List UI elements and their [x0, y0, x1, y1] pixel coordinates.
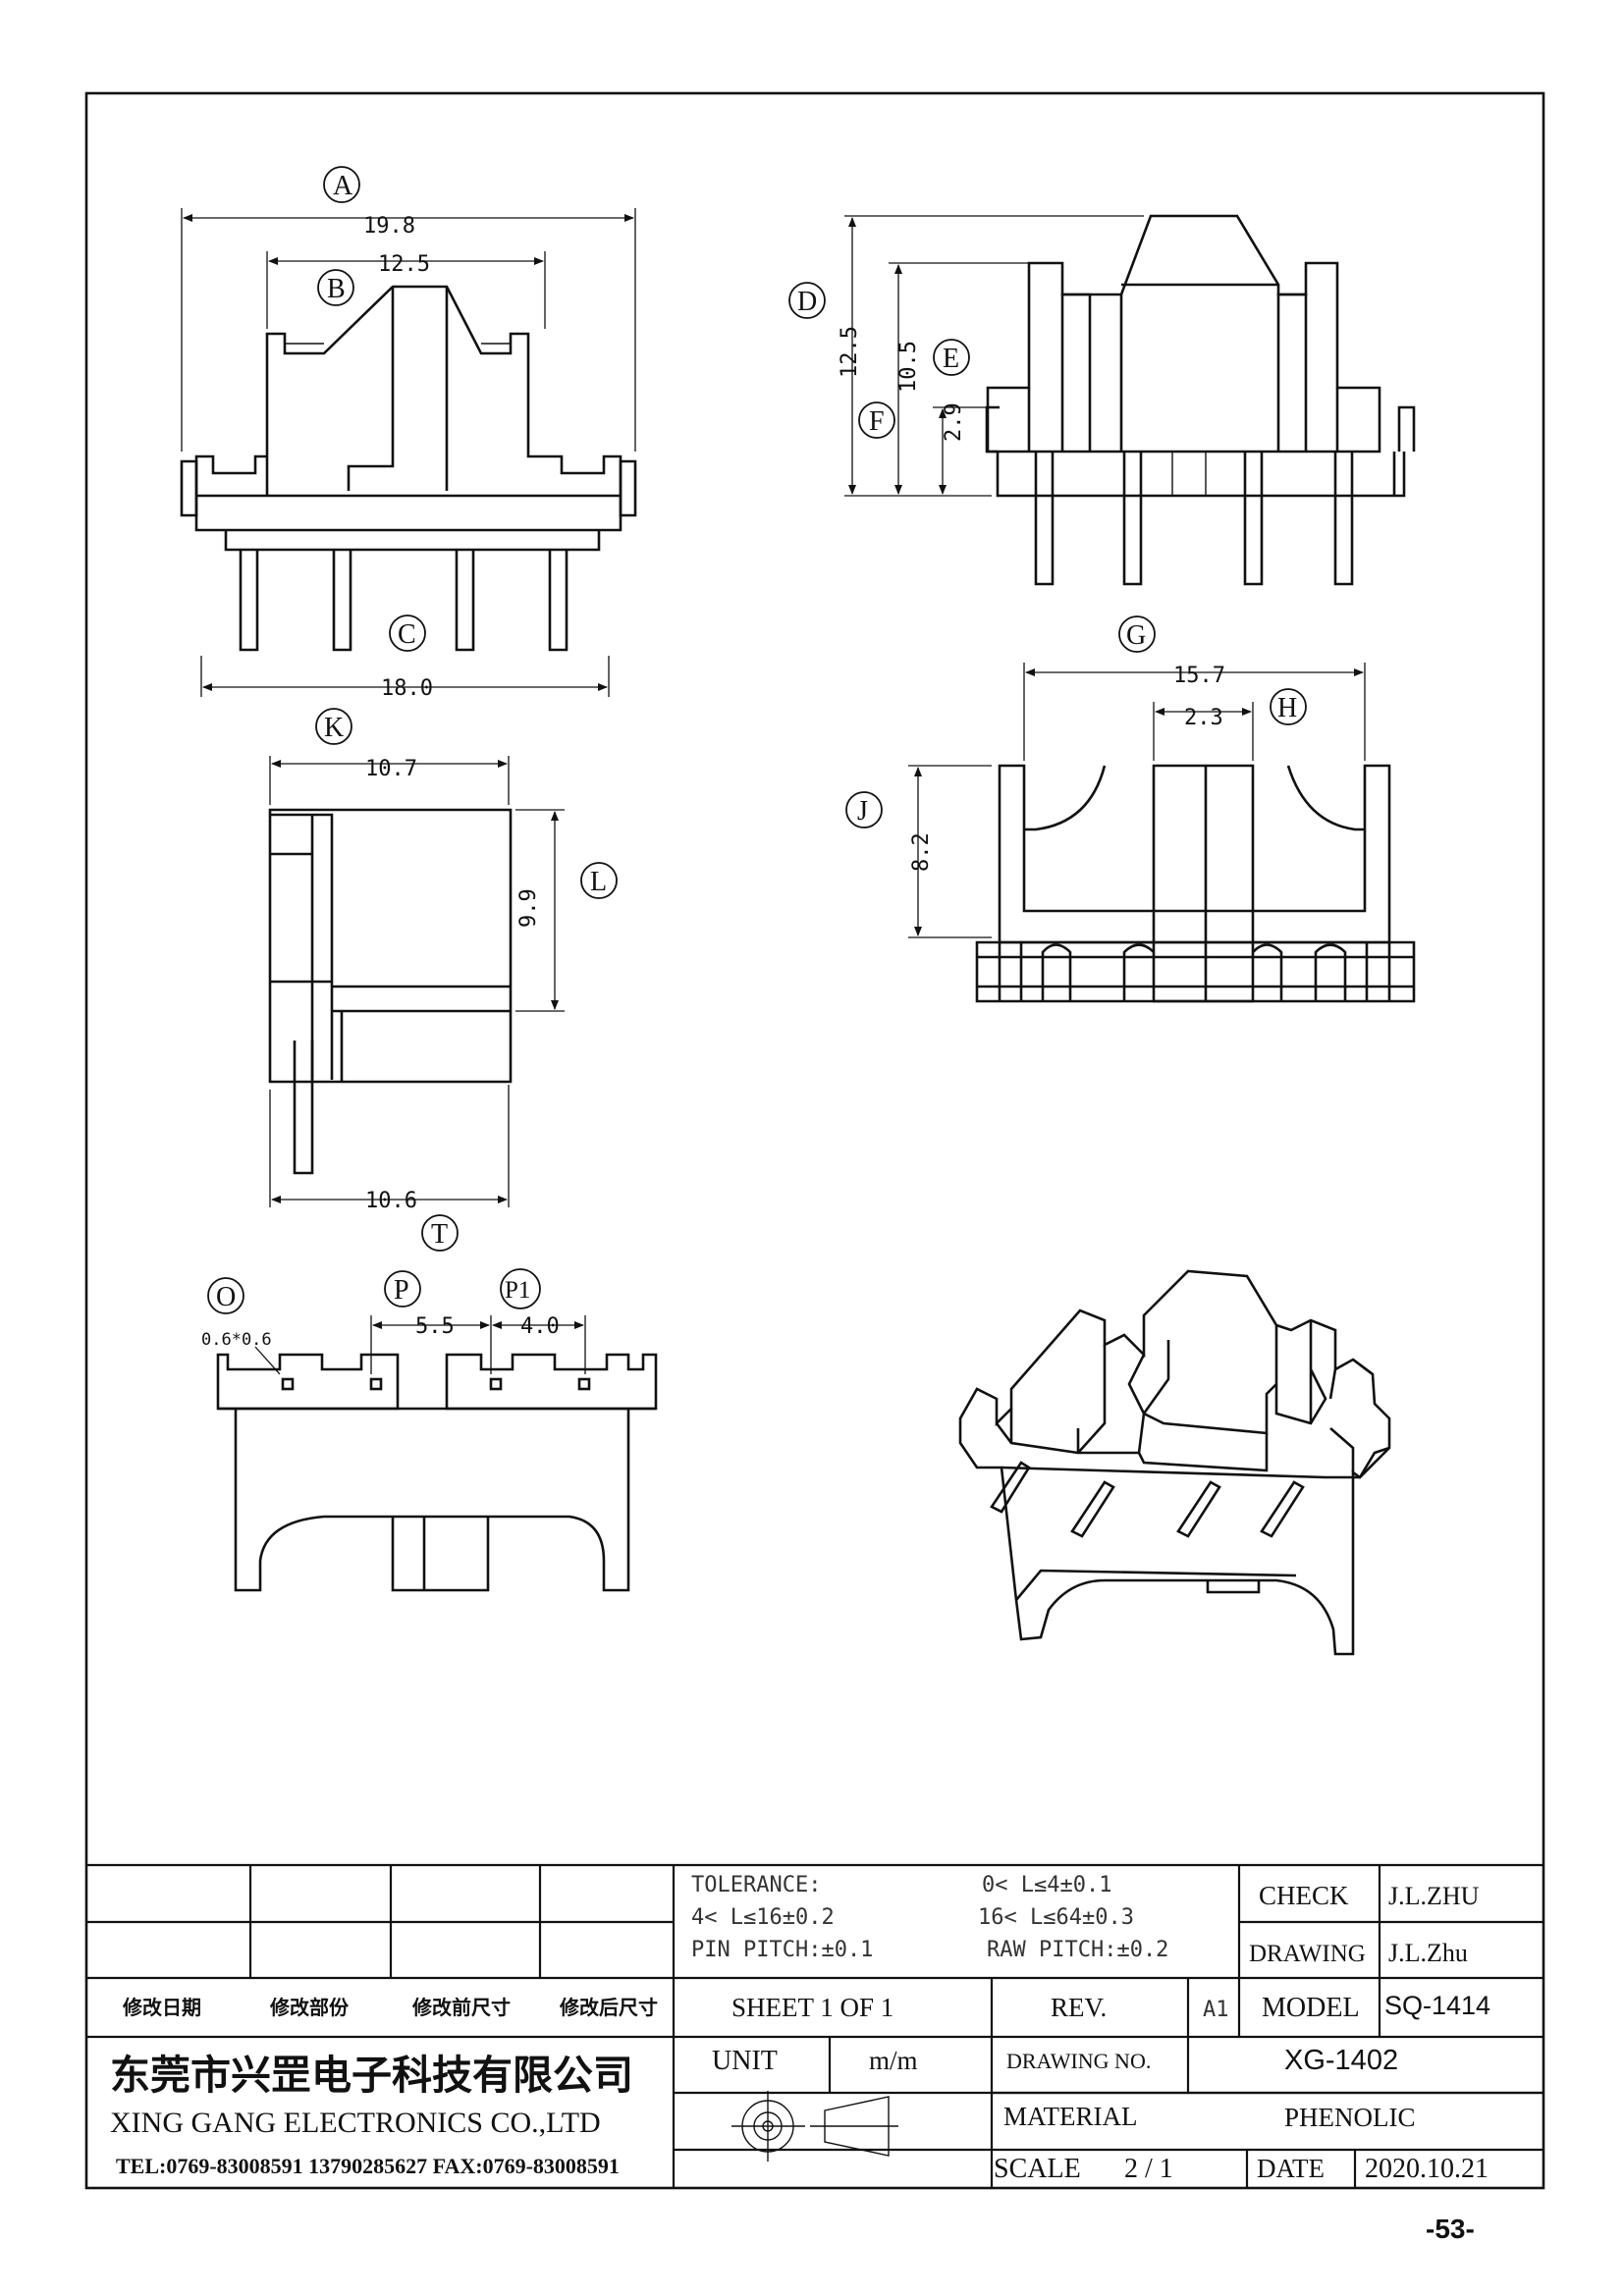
scale-value: 2 / 1: [1124, 2154, 1173, 2184]
callout-A: A: [323, 166, 360, 203]
rev-label: REV.: [1051, 1993, 1107, 2022]
svg-text:J: J: [857, 796, 868, 827]
dim-K-value: 10.7: [365, 757, 417, 781]
company-name-en: XING GANG ELECTRONICS CO.,LTD: [110, 2107, 601, 2139]
callout-D: D: [788, 282, 826, 319]
dim-F-value: 10.5: [896, 341, 921, 393]
callout-F: F: [858, 401, 895, 439]
callout-T: T: [421, 1214, 459, 1252]
front-view-dimensions: 19.8 12.5 18.0: [181, 208, 636, 701]
svg-text:B: B: [327, 274, 346, 304]
side-view: [985, 214, 1416, 586]
end-view-dimensions: 10.7 9.9 10.6: [269, 756, 565, 1213]
date-value: 2020.10.21: [1365, 2154, 1489, 2184]
callout-C: C: [389, 614, 426, 652]
revision-before-header: 修改前尺寸: [411, 1996, 511, 2019]
svg-text:O: O: [216, 1282, 236, 1312]
unit-label: UNIT: [712, 2046, 778, 2076]
svg-text:A: A: [333, 171, 353, 201]
bottom-view-dimensions: 15.7 2.3 8.2: [908, 663, 1366, 938]
front-view: [180, 285, 637, 652]
dim-D-value: 12.5: [838, 326, 862, 378]
pin-view: [216, 1353, 658, 1592]
title-block: TOLERANCE: 0< L≤4±0.1 4< L≤16±0.2 16< L≤…: [86, 1863, 1543, 2188]
rev-value: A1: [1203, 1998, 1229, 2022]
check-value: J.L.ZHU: [1388, 1882, 1480, 1910]
pin-pitch: PIN PITCH:±0.1: [691, 1938, 873, 1962]
drawing-no-label: DRAWING NO.: [1006, 2049, 1151, 2073]
drawing-no-value: XG-1402: [1284, 2045, 1398, 2076]
date-label: DATE: [1257, 2154, 1325, 2183]
callout-G: G: [1118, 615, 1156, 653]
svg-text:E: E: [943, 344, 959, 374]
callout-B: B: [317, 269, 354, 306]
callout-E: E: [933, 339, 970, 376]
svg-text:H: H: [1277, 693, 1297, 723]
dim-E-value: 2.9: [942, 402, 966, 442]
company-name-cn: 东莞市兴罡电子科技有限公司: [110, 2053, 633, 2098]
page-number: -53-: [1426, 2214, 1475, 2244]
dim-B-value: 12.5: [378, 252, 430, 277]
drawing-value: J.L.Zhu: [1388, 1939, 1468, 1967]
model-value: SQ-1414: [1384, 1991, 1490, 2020]
model-label: MODEL: [1262, 1993, 1360, 2023]
contact-info: TEL:0769-83008591 13790285627 FAX:0769-8…: [116, 2154, 620, 2178]
dim-T-value: 10.6: [365, 1189, 417, 1213]
scale-label: SCALE: [994, 2154, 1081, 2184]
svg-text:L: L: [590, 867, 607, 897]
tolerance-1: 0< L≤4±0.1: [982, 1873, 1111, 1897]
projection-symbol-icon: [731, 2091, 898, 2162]
dim-P-value: 5.5: [415, 1314, 455, 1339]
callout-H: H: [1270, 688, 1307, 725]
dim-P1-value: 4.0: [520, 1314, 560, 1339]
callout-K: K: [315, 708, 352, 745]
material-value: PHENOLIC: [1284, 2103, 1416, 2132]
dim-H-value: 2.3: [1184, 706, 1223, 730]
callout-O: O: [207, 1277, 244, 1314]
tolerance-3: 16< L≤64±0.3: [978, 1905, 1134, 1930]
side-view-dimensions: 12.5 10.5 2.9: [838, 215, 1144, 497]
dim-L-value: 9.9: [516, 888, 541, 928]
svg-text:P1: P1: [505, 1277, 530, 1304]
svg-text:K: K: [324, 713, 344, 743]
dim-G-value: 15.7: [1173, 664, 1225, 688]
svg-text:T: T: [431, 1219, 448, 1250]
revision-date-header: 修改日期: [122, 1996, 201, 2019]
revision-after-header: 修改后尺寸: [559, 1996, 658, 2019]
dim-O-value: 0.6*0.6: [201, 1330, 272, 1350]
dim-J-value: 8.2: [909, 832, 934, 872]
end-view: [268, 808, 513, 1175]
svg-text:D: D: [797, 287, 817, 317]
svg-text:P: P: [394, 1275, 409, 1306]
bottom-view: [975, 764, 1416, 1003]
sheet-border: [84, 91, 1545, 2190]
isometric-view: [958, 1269, 1391, 1656]
svg-text:F: F: [869, 406, 885, 437]
pin-view-dimensions: 5.5 4.0 0.6*0.6: [201, 1314, 586, 1375]
callout-L: L: [580, 862, 618, 899]
svg-text:G: G: [1126, 620, 1146, 651]
sheet-text: SHEET 1 OF 1: [731, 1993, 893, 2022]
callout-P1: P1: [500, 1268, 541, 1309]
dim-A-value: 19.8: [363, 214, 415, 239]
revision-part-header: 修改部份: [269, 1996, 350, 2019]
material-label: MATERIAL: [1003, 2102, 1138, 2131]
raw-pitch: RAW PITCH:±0.2: [987, 1938, 1168, 1962]
callout-P: P: [384, 1270, 421, 1308]
drawing-label: DRAWING: [1249, 1941, 1366, 1967]
svg-text:C: C: [398, 619, 416, 650]
unit-value: m/m: [869, 2046, 918, 2075]
tolerance-label: TOLERANCE:: [691, 1873, 821, 1897]
check-label: CHECK: [1259, 1881, 1349, 1910]
dim-C-value: 18.0: [381, 676, 433, 701]
tolerance-2: 4< L≤16±0.2: [691, 1905, 835, 1930]
callout-J: J: [845, 791, 883, 828]
